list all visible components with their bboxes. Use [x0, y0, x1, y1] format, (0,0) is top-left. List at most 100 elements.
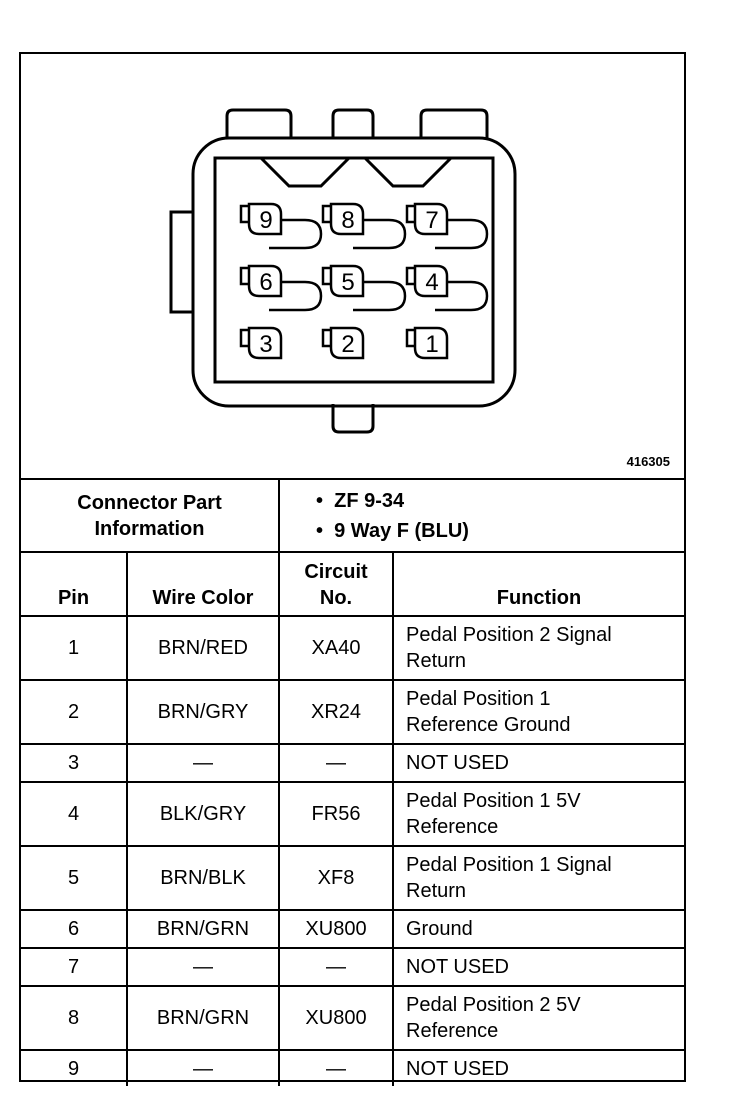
function-line2: Reference [406, 816, 499, 838]
pin-number-label: 1 [425, 331, 438, 358]
function-line1: Pedal Position 2 Signal [406, 624, 612, 646]
wire-color-cell: BRN/BLK [126, 845, 280, 911]
col-header-function: Function [391, 551, 685, 617]
figure-number: 416305 [626, 454, 670, 469]
pin-cell: 5 [21, 845, 128, 911]
terminal-link [353, 280, 407, 312]
pinout-table: Connector Part Information • ZF 9-34 • 9… [21, 480, 685, 1086]
pin-number-label: 3 [259, 331, 272, 358]
pin-cavity-7: 7 [405, 202, 449, 236]
function-cell: Ground [391, 909, 685, 949]
terminal-link [269, 218, 323, 250]
function-line1: Pedal Position 1 5V [406, 790, 581, 812]
col-header-wire-color: Wire Color [126, 551, 280, 617]
circuit-cell: — [278, 947, 394, 987]
pin-cell: 1 [21, 616, 128, 681]
function-line1: Pedal Position 2 5V [406, 994, 581, 1016]
pin-number-label: 4 [425, 269, 438, 296]
pin-cell: 2 [21, 679, 128, 745]
connector-info-label-line1: Connector Part [77, 491, 222, 514]
terminal-link [269, 280, 323, 312]
circuit-cell: — [278, 743, 394, 783]
function-line2: Reference Ground [406, 714, 571, 736]
circuit-cell: XR24 [278, 679, 394, 745]
wire-color-cell: BRN/GRY [126, 679, 280, 745]
pin-cell: 6 [21, 909, 128, 949]
pin-number-label: 5 [341, 269, 354, 296]
function-line1: Pedal Position 1 Signal [406, 854, 612, 876]
circuit-cell: XU800 [278, 985, 394, 1051]
circuit-cell: XF8 [278, 845, 394, 911]
circuit-cell: FR56 [278, 781, 394, 847]
pin-cavity-5: 5 [321, 264, 365, 298]
pin-cell: 9 [21, 1049, 128, 1086]
connector-info-label: Connector Part Information [21, 480, 280, 553]
terminal-link [435, 280, 489, 312]
function-cell: Pedal Position 2 5V Reference [391, 985, 685, 1051]
function-line1: Pedal Position 1 [406, 688, 551, 710]
pin-number-label: 6 [259, 269, 272, 296]
function-line1: NOT USED [406, 752, 509, 774]
connector-description: 9 Way F (BLU) [334, 519, 469, 542]
table-row: 9——NOT USED [21, 1049, 685, 1086]
pin-cavity-8: 8 [321, 202, 365, 236]
pin-cavity-6: 6 [239, 264, 283, 298]
circuit-cell: XU800 [278, 909, 394, 949]
pin-cavity-9: 9 [239, 202, 283, 236]
pin-number-label: 2 [341, 331, 354, 358]
function-line1: Ground [406, 918, 473, 940]
wire-color-cell: BLK/GRY [126, 781, 280, 847]
pin-cavity-1: 1 [405, 326, 449, 360]
function-line2: Return [406, 880, 467, 902]
terminal-link [353, 218, 407, 250]
connector-info-items: • ZF 9-34 • 9 Way F (BLU) [277, 480, 685, 553]
pin-cell: 3 [21, 743, 128, 783]
function-line1: NOT USED [406, 1057, 509, 1080]
pin-cell: 4 [21, 781, 128, 847]
wire-color-cell: BRN/GRN [126, 985, 280, 1051]
function-cell: NOT USED [391, 743, 685, 783]
connector-info-item: • 9 Way F (BLU) [316, 519, 469, 542]
pin-number-label: 8 [341, 207, 354, 234]
pin-cavity-3: 3 [239, 326, 283, 360]
col-header-pin: Pin [21, 551, 128, 617]
connector-info-item: • ZF 9-34 [316, 489, 405, 512]
function-cell: Pedal Position 1 5V Reference [391, 781, 685, 847]
circuit-cell: — [278, 1049, 394, 1086]
pin-cell: 7 [21, 947, 128, 987]
function-line2: Reference [406, 1020, 499, 1042]
wire-color-cell: — [126, 947, 280, 987]
function-cell: Pedal Position 1 Reference Ground [391, 679, 685, 745]
wire-color-cell: — [126, 743, 280, 783]
col-header-circuit-line2: No. [319, 587, 353, 609]
col-header-circuit: Circuit No. [278, 551, 394, 617]
connector-info-row: Connector Part Information • ZF 9-34 • 9… [21, 480, 685, 553]
col-header-circuit-line1: Circuit [304, 561, 368, 583]
connector-diagram: 9 8 7 6 5 4 3 2 1 416305 [21, 54, 684, 480]
connector-face-drawing: 9 8 7 6 5 4 3 2 1 [169, 108, 517, 434]
connector-part-number: ZF 9-34 [334, 489, 405, 512]
function-cell: NOT USED [391, 1049, 685, 1086]
function-cell: NOT USED [391, 947, 685, 987]
table-row: 3——NOT USED [21, 743, 685, 783]
pin-cavity-4: 4 [405, 264, 449, 298]
pin-number-label: 9 [259, 207, 272, 234]
function-line2: Return [406, 650, 467, 672]
connector-info-label-line2: Information [94, 517, 205, 540]
pin-number-label: 7 [425, 207, 438, 234]
pin-cavity-2: 2 [321, 326, 365, 360]
wire-color-cell: BRN/GRN [126, 909, 280, 949]
circuit-cell: XA40 [278, 616, 394, 681]
table-row: 7——NOT USED [21, 947, 685, 987]
function-line1: NOT USED [406, 956, 509, 978]
terminal-link [435, 218, 489, 250]
